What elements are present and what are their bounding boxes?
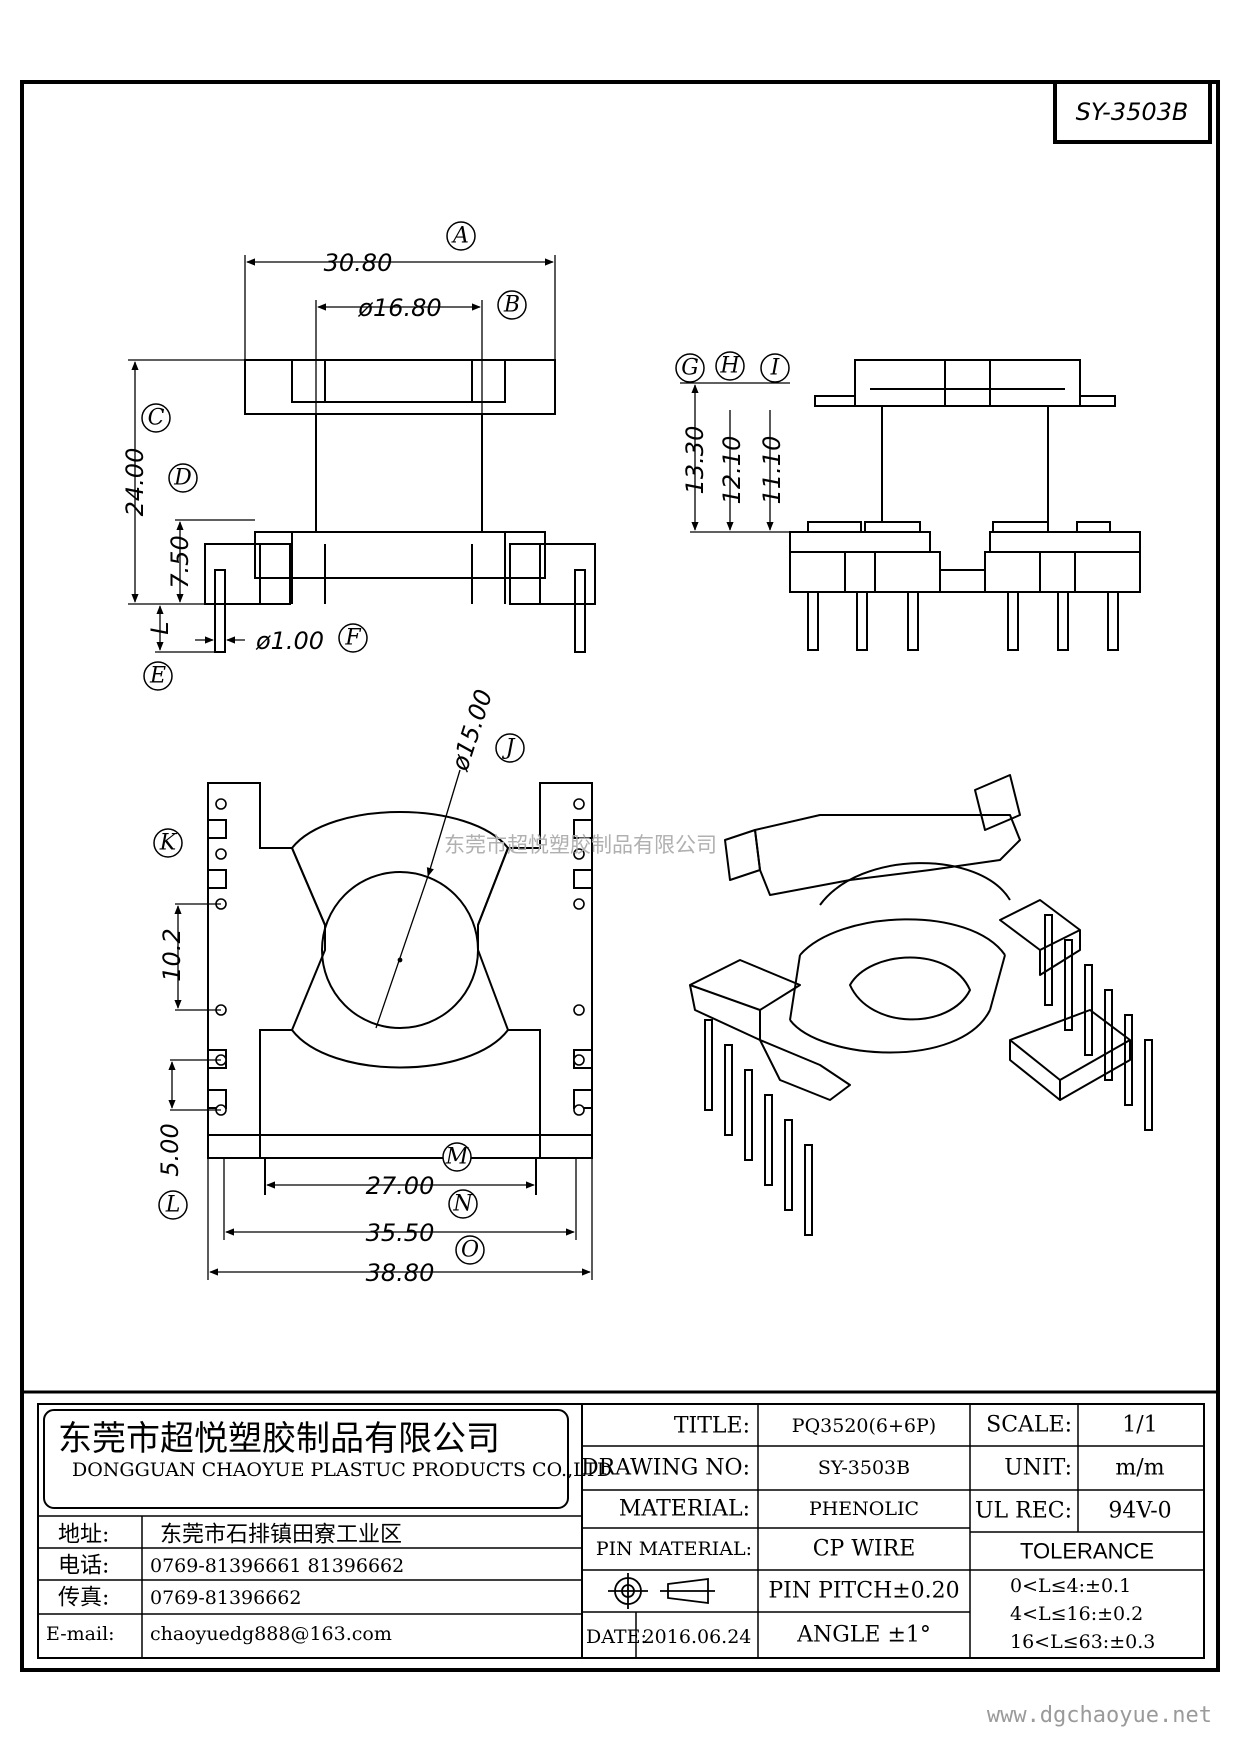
tolerance-1: 0<L≤4:±0.1 bbox=[1010, 1575, 1131, 1597]
company-name-cn: 东莞市超悦塑胶制品有限公司 bbox=[58, 1419, 500, 1459]
label-G-text: G bbox=[681, 356, 699, 381]
label-M-text: M bbox=[445, 1145, 469, 1170]
dim-O-value: 38.80 bbox=[366, 1259, 435, 1287]
label-M bbox=[442, 1142, 472, 1172]
dim-M-value: 27.00 bbox=[366, 1172, 435, 1200]
bottom-view bbox=[207, 782, 593, 1195]
watermark: 东莞市超悦塑胶制品有限公司 bbox=[444, 833, 717, 857]
label-L-text: L bbox=[165, 1193, 181, 1218]
label-D bbox=[168, 463, 198, 493]
date-label: DATE: bbox=[586, 1626, 647, 1648]
dim-K-value: 10.2 bbox=[158, 928, 186, 981]
side-view bbox=[789, 359, 1141, 651]
label-O-text: O bbox=[461, 1238, 479, 1263]
label-A-text: A bbox=[451, 224, 469, 249]
ul-label: UL REC: bbox=[975, 1499, 1072, 1524]
phone-value: 0769-81396661 81396662 bbox=[150, 1555, 404, 1577]
pin-material-label: PIN MATERIAL: bbox=[596, 1538, 752, 1560]
side-view-dims bbox=[680, 382, 790, 533]
pin-pitch: PIN PITCH±0.20 bbox=[768, 1579, 959, 1604]
label-F bbox=[338, 623, 368, 653]
dim-E-value: L bbox=[146, 621, 174, 634]
label-J bbox=[495, 733, 525, 763]
tolerance-label: TOLERANCE bbox=[1020, 1539, 1154, 1564]
address-label: 地址: bbox=[58, 1523, 109, 1548]
label-I-text: I bbox=[770, 356, 781, 381]
fax-value: 0769-81396662 bbox=[150, 1587, 301, 1609]
label-C bbox=[141, 403, 171, 433]
pin-material-value: CP WIRE bbox=[813, 1537, 916, 1562]
dim-I-value: 11.10 bbox=[758, 436, 786, 505]
website-url: www.dgchaoyue.net bbox=[987, 1703, 1212, 1728]
label-E-text: E bbox=[149, 664, 166, 689]
title-block bbox=[22, 1390, 1218, 1659]
projection-symbol-icon bbox=[608, 1573, 715, 1609]
label-F-text: F bbox=[344, 626, 361, 651]
label-G bbox=[675, 353, 705, 383]
email-value: chaoyuedg888@163.com bbox=[150, 1623, 392, 1645]
tolerance-2: 4<L≤16:±0.2 bbox=[1010, 1603, 1143, 1625]
front-view bbox=[204, 359, 596, 653]
drawing-no-label: DRAWING NO: bbox=[581, 1456, 750, 1481]
material-label: MATERIAL: bbox=[619, 1497, 750, 1522]
label-C-text: C bbox=[148, 406, 165, 431]
bottom-view-dims bbox=[168, 769, 593, 1280]
label-I bbox=[760, 353, 790, 383]
address-value: 东莞市石排镇田寮工业区 bbox=[160, 1523, 402, 1548]
company-name-en: DONGGUAN CHAOYUE PLASTUC PRODUCTS CO.,LT… bbox=[72, 1459, 612, 1481]
label-K-text: K bbox=[159, 831, 178, 856]
label-O bbox=[455, 1235, 485, 1265]
label-A bbox=[446, 221, 476, 251]
title-value: PQ3520(6+6P) bbox=[792, 1415, 936, 1437]
unit-value: m/m bbox=[1115, 1456, 1164, 1481]
dim-B-value: ø16.80 bbox=[357, 294, 441, 322]
scale-value: 1/1 bbox=[1122, 1413, 1157, 1438]
dim-D-value: 7.50 bbox=[166, 535, 194, 588]
label-N bbox=[448, 1189, 478, 1219]
scale-label: SCALE: bbox=[986, 1413, 1072, 1438]
label-E bbox=[143, 661, 173, 691]
dim-C-value: 24.00 bbox=[121, 448, 149, 517]
tolerance-3: 16<L≤63:±0.3 bbox=[1010, 1631, 1155, 1653]
dim-J-value: ø15.00 bbox=[445, 686, 498, 775]
fax-label: 传真: bbox=[58, 1586, 109, 1611]
material-value: PHENOLIC bbox=[809, 1498, 919, 1520]
dim-L-value: 5.00 bbox=[156, 1123, 184, 1176]
drawing-id: SY-3503B bbox=[1076, 98, 1189, 126]
label-B-text: B bbox=[503, 293, 520, 318]
front-view-dims bbox=[128, 255, 556, 653]
label-N-text: N bbox=[452, 1192, 473, 1217]
phone-label: 电话: bbox=[58, 1554, 109, 1579]
label-L bbox=[158, 1190, 188, 1220]
date-value: 2016.06.24 bbox=[643, 1626, 752, 1648]
angle-tolerance: ANGLE ±1° bbox=[796, 1623, 931, 1648]
reference-labels bbox=[141, 221, 790, 1265]
email-label: E-mail: bbox=[46, 1623, 115, 1645]
label-B bbox=[497, 290, 527, 320]
isometric-view bbox=[689, 774, 1131, 1101]
dim-F-value: ø1.00 bbox=[255, 627, 324, 655]
label-K bbox=[153, 828, 183, 858]
dim-G-value: 13.30 bbox=[681, 426, 709, 495]
ul-value: 94V-0 bbox=[1108, 1499, 1171, 1524]
drawing-id-box bbox=[1053, 80, 1212, 144]
label-D-text: D bbox=[173, 466, 192, 491]
drawing-no-value: SY-3503B bbox=[818, 1457, 910, 1479]
sheet-border bbox=[20, 80, 1220, 1672]
unit-label: UNIT: bbox=[1004, 1456, 1072, 1481]
title-label: TITLE: bbox=[674, 1414, 750, 1439]
dim-A-value: 30.80 bbox=[324, 249, 393, 277]
label-H bbox=[715, 351, 745, 381]
dim-N-value: 35.50 bbox=[366, 1219, 435, 1247]
isometric-pins bbox=[704, 914, 1153, 1236]
label-J-text: J bbox=[502, 736, 516, 761]
label-H-text: H bbox=[719, 354, 740, 379]
dim-H-value: 12.10 bbox=[718, 436, 746, 505]
